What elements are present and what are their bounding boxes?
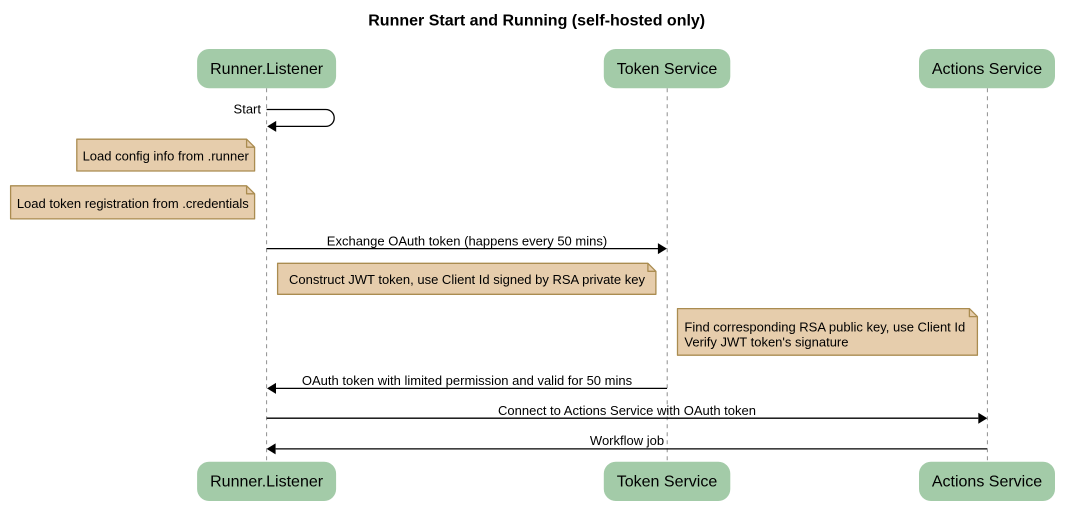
svg-text:Actions Service: Actions Service [932,474,1042,491]
svg-text:Token Service: Token Service [617,474,718,491]
svg-text:Runner.Listener: Runner.Listener [210,474,324,491]
svg-text:Exchange OAuth token (happens: Exchange OAuth token (happens every 50 m… [327,233,607,248]
svg-text:Start: Start [234,102,262,117]
svg-text:Load token registration from .: Load token registration from .credential… [17,196,249,211]
svg-text:Connect to Actions Service wit: Connect to Actions Service with OAuth to… [498,403,756,418]
svg-text:Verify JWT token's signature: Verify JWT token's signature [684,334,848,349]
svg-text:Token Service: Token Service [617,61,718,78]
svg-text:OAuth token with limited permi: OAuth token with limited permission and … [302,373,633,388]
svg-text:Workflow job: Workflow job [590,433,664,448]
svg-text:Actions Service: Actions Service [932,61,1042,78]
svg-text:Runner Start and Running (self: Runner Start and Running (self-hosted on… [368,12,705,29]
svg-text:Construct JWT token, use Clien: Construct JWT token, use Client Id signe… [289,272,645,287]
svg-text:Runner.Listener: Runner.Listener [210,61,324,78]
svg-text:Load config info from .runner: Load config info from .runner [83,149,250,164]
svg-text:Find corresponding RSA public: Find corresponding RSA public key, use C… [684,319,965,334]
